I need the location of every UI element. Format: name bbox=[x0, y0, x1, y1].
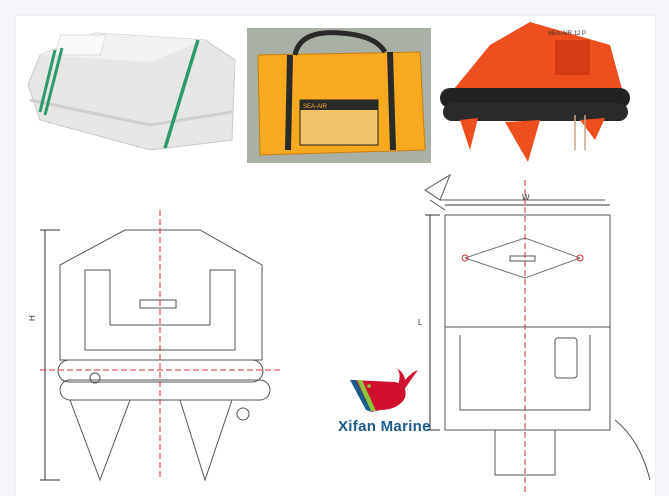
canister-photo bbox=[27, 32, 236, 151]
valise-photo: SEA-AIR bbox=[247, 28, 431, 163]
bag-label: SEA-AIR bbox=[303, 104, 328, 110]
height-label: H bbox=[28, 315, 37, 321]
length-label: L bbox=[418, 318, 423, 327]
liferaft-photo: SEA-AIR 12 P bbox=[440, 22, 630, 162]
raft-label: SEA-AIR 12 P bbox=[548, 31, 586, 37]
brand-name: Xifan Marine bbox=[338, 418, 431, 435]
width-label: W bbox=[522, 193, 530, 202]
top-view-drawing bbox=[424, 173, 651, 495]
side-view-drawing bbox=[40, 210, 280, 482]
whale-logo-icon bbox=[350, 368, 418, 412]
